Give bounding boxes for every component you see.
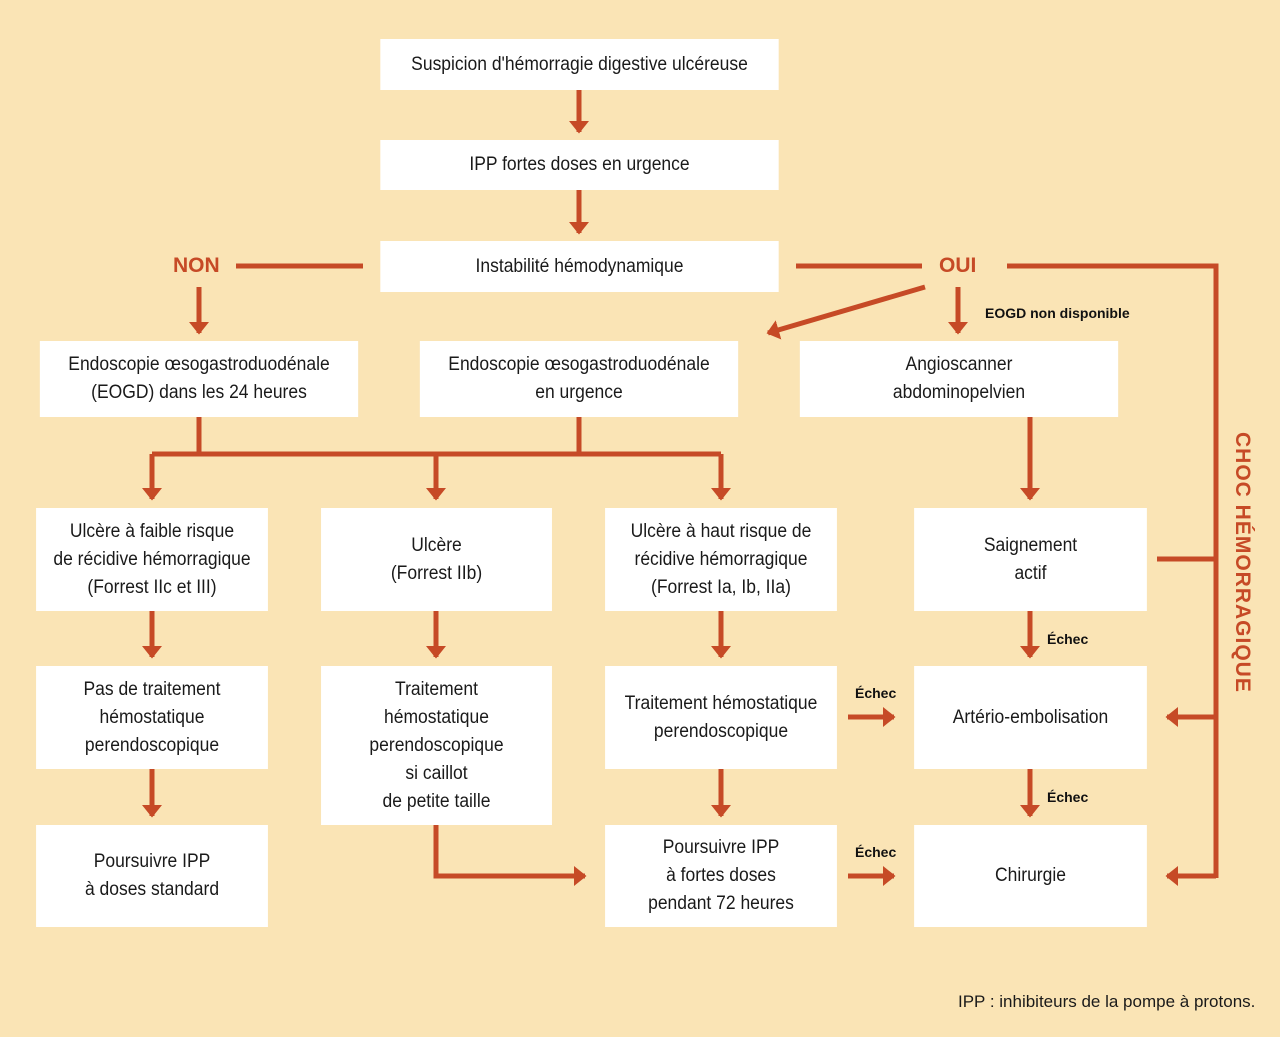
- node-arterio-embolisation: Artério-embolisation: [914, 666, 1147, 769]
- node-ulcere-iib: Ulcère (Forrest IIb): [321, 508, 552, 611]
- node-ulcere-faible-risque: Ulcère à faible risque de récidive hémor…: [36, 508, 268, 611]
- node-instabilite: Instabilité hémodynamique: [380, 241, 779, 292]
- arrow-oui-eogd-urgence: [766, 284, 926, 340]
- node-traitement-caillot: Traitement hémostatique perendoscopique …: [321, 666, 552, 825]
- label-eogd-non-disponible: EOGD non disponible: [985, 305, 1130, 321]
- node-pas-traitement: Pas de traitement hémostatique perendosc…: [36, 666, 268, 769]
- node-ipp-standard: Poursuivre IPP à doses standard: [36, 825, 268, 927]
- label-choc-hemorragique: CHOC HÉMORRAGIQUE: [1231, 432, 1254, 693]
- node-chirurgie: Chirurgie: [914, 825, 1147, 927]
- line-oui-choc: [1007, 263, 1219, 878]
- node-eogd-urgence: Endoscopie œsogastroduodénale en urgence: [419, 341, 739, 417]
- node-ipp-72h: Poursuivre IPP à fortes doses pendant 72…: [605, 825, 837, 927]
- label-oui: OUI: [939, 254, 977, 277]
- label-non: NON: [173, 254, 220, 277]
- label-echec-traitement: Échec: [855, 685, 897, 701]
- node-traitement-hemostatique: Traitement hémostatique perendoscopique: [605, 666, 837, 769]
- node-suspicion: Suspicion d'hémorragie digestive ulcéreu…: [380, 39, 779, 90]
- label-echec-embolisation: Échec: [1047, 789, 1089, 805]
- arrow-caillot-ipp72: [433, 825, 587, 886]
- node-ipp-urgence: IPP fortes doses en urgence: [380, 140, 779, 190]
- label-echec-saignement: Échec: [1047, 631, 1089, 647]
- node-eogd-24h: Endoscopie œsogastroduodénale (EOGD) dan…: [39, 341, 359, 417]
- node-ulcere-haut-risque: Ulcère à haut risque de récidive hémorra…: [605, 508, 837, 611]
- label-echec-ipp72: Échec: [855, 844, 897, 860]
- node-angioscanner: Angioscanner abdominopelvien: [799, 341, 1119, 417]
- node-saignement-actif: Saignement actif: [914, 508, 1147, 611]
- footnote: IPP : inhibiteurs de la pompe à protons.: [958, 992, 1256, 1011]
